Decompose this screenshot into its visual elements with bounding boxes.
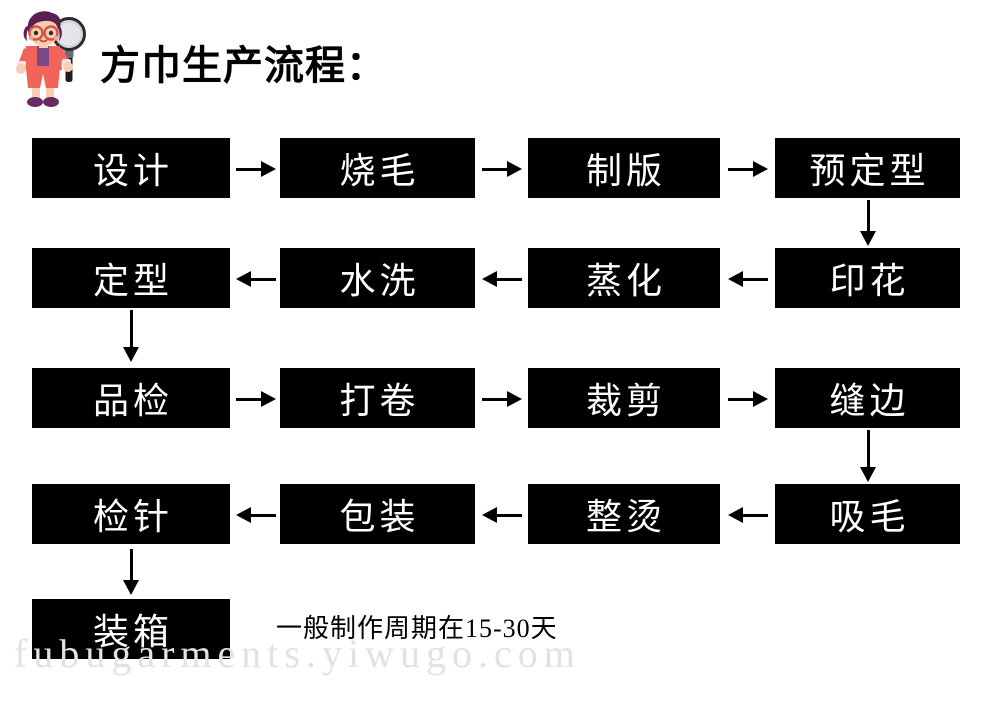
arrow-head bbox=[753, 391, 768, 407]
arrow-stem bbox=[249, 514, 276, 517]
page-title: 方巾生产流程： bbox=[100, 44, 387, 88]
flow-node-design[interactable]: 设计 bbox=[32, 138, 230, 198]
arrow-head bbox=[261, 391, 276, 407]
arrow-head bbox=[482, 271, 497, 287]
arrow-head bbox=[860, 467, 876, 482]
flow-node-packing[interactable]: 包装 bbox=[280, 484, 475, 544]
arrow-head bbox=[236, 271, 251, 287]
girl-with-magnifier-icon bbox=[16, 11, 86, 107]
flow-node-setting[interactable]: 定型 bbox=[32, 248, 230, 308]
arrow-head bbox=[482, 507, 497, 523]
flow-node-rolling[interactable]: 打卷 bbox=[280, 368, 475, 428]
arrow-right-rolling-to-cutting bbox=[482, 388, 522, 410]
arrow-stem bbox=[130, 549, 133, 582]
arrow-down-needle-detection-to-boxing bbox=[120, 549, 142, 595]
header: 方巾生产流程： bbox=[0, 0, 1000, 120]
flow-node-ironing[interactable]: 整烫 bbox=[528, 484, 720, 544]
flow-node-quality-inspection[interactable]: 品检 bbox=[32, 368, 230, 428]
arrow-right-inspection-to-rolling bbox=[236, 388, 276, 410]
flow-node-cutting[interactable]: 裁剪 bbox=[528, 368, 720, 428]
arrow-head bbox=[507, 391, 522, 407]
arrow-stem bbox=[741, 278, 768, 281]
arrow-head bbox=[728, 271, 743, 287]
arrow-head bbox=[507, 161, 522, 177]
arrow-left-printing-to-steaming bbox=[728, 268, 768, 290]
arrow-stem bbox=[130, 310, 133, 349]
flow-node-printing[interactable]: 印花 bbox=[775, 248, 960, 308]
arrow-stem bbox=[867, 430, 870, 469]
flow-node-steaming[interactable]: 蒸化 bbox=[528, 248, 720, 308]
arrow-down-hemming-to-lint-removal bbox=[857, 430, 879, 482]
flow-node-hemming[interactable]: 缝边 bbox=[775, 368, 960, 428]
arrow-down-setting-to-inspection bbox=[120, 310, 142, 362]
arrow-stem bbox=[728, 398, 755, 401]
arrow-left-lint-removal-to-ironing bbox=[728, 504, 768, 526]
flow-node-needle-detection[interactable]: 检针 bbox=[32, 484, 230, 544]
arrow-stem bbox=[236, 398, 263, 401]
arrow-left-ironing-to-packing bbox=[482, 504, 522, 526]
arrow-left-washing-to-setting bbox=[236, 268, 276, 290]
flow-node-boxing[interactable]: 装箱 bbox=[32, 599, 230, 659]
arrow-left-packing-to-needle-detection bbox=[236, 504, 276, 526]
arrow-right-singeing-to-platemaking bbox=[482, 158, 522, 180]
arrow-stem bbox=[728, 168, 755, 171]
arrow-left-steaming-to-washing bbox=[482, 268, 522, 290]
flow-node-singeing[interactable]: 烧毛 bbox=[280, 138, 475, 198]
lead-time-caption: 一般制作周期在15-30天 bbox=[276, 614, 558, 643]
flow-node-lint-removal[interactable]: 吸毛 bbox=[775, 484, 960, 544]
arrow-head bbox=[261, 161, 276, 177]
arrow-right-cutting-to-hemming bbox=[728, 388, 768, 410]
arrow-head bbox=[728, 507, 743, 523]
flow-node-platemaking[interactable]: 制版 bbox=[528, 138, 720, 198]
arrow-head bbox=[860, 231, 876, 246]
arrow-right-platemaking-to-presetting bbox=[728, 158, 768, 180]
arrow-head bbox=[236, 507, 251, 523]
arrow-head bbox=[753, 161, 768, 177]
arrow-down-presetting-to-printing bbox=[857, 200, 879, 246]
arrow-stem bbox=[236, 168, 263, 171]
arrow-head bbox=[123, 347, 139, 362]
arrow-head bbox=[123, 580, 139, 595]
arrow-stem bbox=[495, 514, 522, 517]
arrow-stem bbox=[482, 398, 509, 401]
site-watermark: fubugarments.yiwugo.com bbox=[14, 631, 581, 676]
mascot-illustration bbox=[8, 10, 92, 110]
arrow-stem bbox=[867, 200, 870, 233]
arrow-stem bbox=[482, 168, 509, 171]
arrow-stem bbox=[249, 278, 276, 281]
arrow-stem bbox=[495, 278, 522, 281]
arrow-stem bbox=[741, 514, 768, 517]
arrow-right-design-to-singeing bbox=[236, 158, 276, 180]
flow-node-washing[interactable]: 水洗 bbox=[280, 248, 475, 308]
flow-node-presetting[interactable]: 预定型 bbox=[775, 138, 960, 198]
